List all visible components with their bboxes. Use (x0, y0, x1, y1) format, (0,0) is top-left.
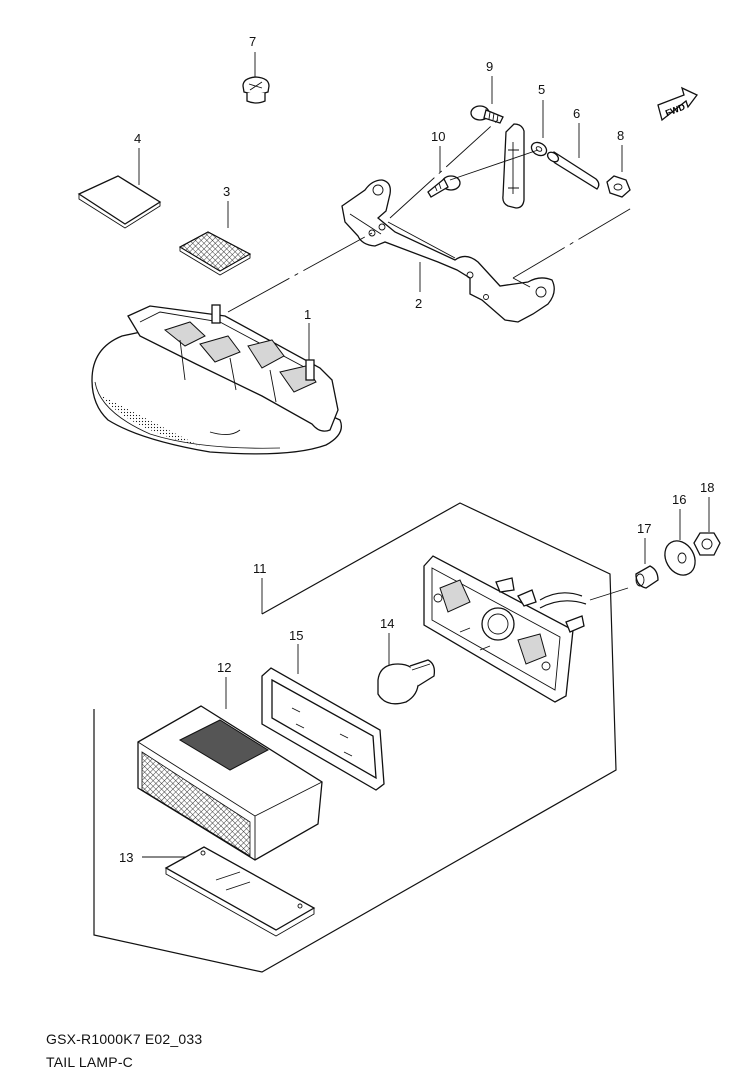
clip-bracket (502, 123, 525, 209)
part-1-tail-lamp (91, 304, 343, 455)
part-15-bulb (377, 633, 436, 705)
model-caption: GSX-R1000K7 E02_033 (46, 1031, 203, 1047)
part-3-reflector (178, 201, 252, 276)
part-16-washer (664, 509, 696, 576)
callout-8: 8 (617, 128, 624, 143)
part-2-bracket (341, 179, 555, 323)
callout-16: 16 (672, 492, 686, 507)
callout-18: 18 (700, 480, 714, 495)
callout-2: 2 (415, 296, 422, 311)
callout-15: 14 (380, 616, 394, 631)
part-5-washer (530, 100, 548, 157)
part-4-pad (77, 148, 162, 229)
callout-12: 12 (217, 660, 231, 675)
callout-6: 6 (573, 106, 580, 121)
title-caption: TAIL LAMP-C (46, 1054, 133, 1070)
part-11-assembly-box (93, 502, 629, 973)
part-10-screw (427, 146, 461, 198)
callout-7: 7 (249, 34, 256, 49)
callout-9: 9 (486, 59, 493, 74)
part-12-lens (137, 677, 323, 861)
part-9-screw (470, 76, 504, 124)
assembly-lines (227, 117, 636, 313)
socket-plate (423, 555, 587, 703)
callout-5: 5 (538, 82, 545, 97)
fwd-arrow-icon: FWD (657, 86, 699, 122)
callout-13: 13 (119, 850, 133, 865)
callout-4: 4 (134, 131, 141, 146)
part-13-plate (142, 846, 316, 937)
part-18-nut (693, 497, 721, 556)
part-6-collar (546, 123, 600, 190)
callout-17: 17 (637, 521, 651, 536)
callout-14: 15 (289, 628, 303, 643)
part-7-bolt (242, 52, 270, 104)
callout-10: 10 (431, 129, 445, 144)
part-17-collar (635, 538, 659, 589)
part-14-gasket (261, 644, 385, 791)
part-8-nut (606, 145, 631, 198)
callout-11: 11 (253, 561, 267, 576)
callout-3: 3 (223, 184, 230, 199)
callout-1: 1 (304, 307, 311, 322)
